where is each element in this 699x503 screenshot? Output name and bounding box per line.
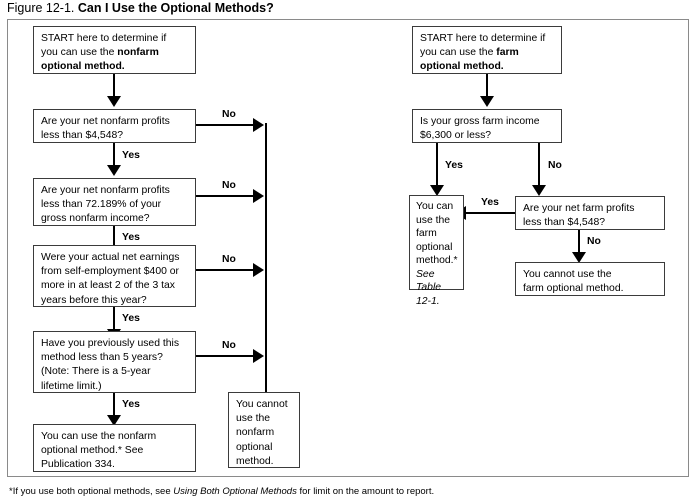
connector-nonfarm-q3-no: [196, 269, 254, 271]
nonfarm-result-no-line4: optional: [236, 441, 273, 453]
arrow-nonfarm-q4-no: [253, 349, 264, 363]
farm-result-yes-italic2: 12-1.: [416, 295, 440, 307]
farm-result-no-line2: farm optional method.: [523, 283, 624, 295]
farm-q2-line1: Are your net farm profits: [523, 203, 635, 214]
footnote: *If you use both optional methods, see U…: [9, 486, 434, 497]
arrow-farm-q2-no: [572, 252, 586, 263]
nonfarm-result-no-line2: use the: [236, 413, 271, 425]
connector-farm-q1-no: [538, 143, 540, 188]
label-farm-q2-no: No: [587, 236, 601, 247]
label-nonfarm-q2-yes: Yes: [122, 232, 140, 243]
farm-start-line2: you can use the: [420, 47, 497, 59]
farm-q1-line2: $6,300 or less?: [420, 130, 492, 142]
nonfarm-result-yes-line1: You can use the nonfarm: [41, 431, 157, 442]
nonfarm-q3-line4: years before this year?: [41, 294, 147, 306]
farm-result-yes-line3: farm: [416, 228, 437, 239]
nonfarm-start-box: START here to determine if you can use t…: [33, 26, 196, 74]
nonfarm-start-bold2: nonfarm: [117, 47, 159, 59]
footnote-italic: Using Both Optional Methods: [173, 486, 297, 497]
farm-result-no-box: You cannot use the farm optional method.: [515, 262, 665, 296]
nonfarm-q4-line3: (Note: There is a 5-year: [41, 366, 151, 378]
farm-q2-box: Are your net farm profits less than $4,5…: [515, 196, 665, 230]
connector-nonfarm-no-collector: [265, 123, 267, 393]
label-farm-q2-yes: Yes: [481, 197, 499, 208]
nonfarm-q1-line2: less than $4,548?: [41, 130, 124, 142]
nonfarm-result-no-box: You cannot use the nonfarm optional meth…: [228, 392, 300, 468]
nonfarm-q4-box: Have you previously used this method les…: [33, 331, 196, 393]
connector-nonfarm-q4-no: [196, 355, 254, 357]
nonfarm-result-no-line5: method.: [236, 455, 274, 467]
label-nonfarm-q3-no: No: [222, 254, 236, 265]
nonfarm-q1-line1: Are your net nonfarm profits: [41, 116, 170, 127]
connector-farm-q2-no: [578, 230, 580, 255]
arrow-farm-start-to-q1: [480, 96, 494, 107]
arrow-nonfarm-q3-no: [253, 263, 264, 277]
nonfarm-start-line2: you can use the: [41, 47, 118, 59]
connector-farm-q1-yes: [436, 143, 438, 188]
farm-q1-line1: Is your gross farm income: [420, 116, 540, 127]
arrow-nonfarm-q1-to-q2: [107, 165, 121, 176]
figure-number: Figure 12-1.: [7, 1, 75, 15]
farm-result-yes-line1: You can: [416, 201, 454, 212]
label-nonfarm-q4-yes: Yes: [122, 399, 140, 410]
nonfarm-start-bold3: optional method.: [41, 61, 125, 73]
connector-nonfarm-q3-to-q4: [113, 307, 115, 332]
nonfarm-q3-box: Were your actual net earnings from self-…: [33, 245, 196, 307]
nonfarm-q4-line1: Have you previously used this: [41, 338, 180, 349]
arrow-farm-q1-yes: [430, 185, 444, 196]
arrow-farm-q1-no: [532, 185, 546, 196]
farm-q2-line2: less than $4,548?: [523, 217, 606, 229]
farm-start-bold3: optional method.: [420, 61, 504, 73]
label-farm-q1-yes: Yes: [445, 160, 463, 171]
connector-nonfarm-start-to-q1: [113, 74, 115, 99]
connector-nonfarm-q2-to-q3: [113, 226, 115, 251]
nonfarm-q4-line2: method less than 5 years?: [41, 352, 163, 364]
nonfarm-q3-line1: Were your actual net earnings: [41, 252, 180, 263]
farm-result-yes-box: You can use the farm optional method.* S…: [409, 195, 464, 307]
figure-title-text: Can I Use the Optional Methods?: [77, 1, 274, 15]
arrow-nonfarm-q4-to-result: [107, 415, 121, 426]
label-nonfarm-q2-no: No: [222, 180, 236, 191]
farm-start-bold2: farm: [496, 47, 519, 59]
nonfarm-q1-box: Are your net nonfarm profits less than $…: [33, 109, 196, 143]
label-nonfarm-q3-yes: Yes: [122, 313, 140, 324]
connector-nonfarm-q4-to-result: [113, 393, 115, 418]
arrow-nonfarm-start-to-q1: [107, 96, 121, 107]
footnote-lead: *If you use both optional methods, see: [9, 486, 174, 497]
connector-farm-start-to-q1: [486, 74, 488, 99]
farm-result-yes-line4: optional: [416, 241, 453, 253]
label-nonfarm-q1-yes: Yes: [122, 150, 140, 161]
label-farm-q1-no: No: [548, 160, 562, 171]
nonfarm-q2-box: Are your net nonfarm profits less than 7…: [33, 178, 196, 226]
farm-q1-box: Is your gross farm income $6,300 or less…: [412, 109, 562, 143]
connector-nonfarm-q2-no: [196, 195, 254, 197]
page-title: Figure 12-1. Can I Use the Optional Meth…: [7, 1, 274, 15]
nonfarm-q2-line2: less than 72.189% of your: [41, 199, 162, 211]
farm-result-yes-italic1: See Table: [416, 268, 442, 294]
arrow-nonfarm-q2-no: [253, 189, 264, 203]
nonfarm-start-line1: START here to determine if: [41, 33, 167, 44]
connector-nonfarm-q1-no: [196, 124, 254, 126]
nonfarm-q4-line4: lifetime limit.): [41, 380, 102, 392]
connector-nonfarm-q1-to-q2: [113, 143, 115, 168]
nonfarm-result-yes-line3: Publication 334.: [41, 459, 115, 471]
nonfarm-q3-line2: from self-employment $400 or: [41, 266, 180, 278]
nonfarm-result-yes-box: You can use the nonfarm optional method.…: [33, 424, 196, 472]
arrow-nonfarm-q1-no: [253, 118, 264, 132]
nonfarm-result-no-line3: nonfarm: [236, 427, 275, 439]
farm-result-yes-line2: use the: [416, 214, 451, 226]
farm-result-yes-line5: method.*: [416, 255, 458, 266]
nonfarm-result-no-line1: You cannot: [236, 399, 288, 410]
nonfarm-q2-line3: gross nonfarm income?: [41, 213, 150, 225]
farm-result-no-line1: You cannot use the: [523, 269, 612, 280]
footnote-tail: for limit on the amount to report.: [296, 486, 435, 497]
nonfarm-result-yes-line2: optional method.* See: [41, 445, 144, 457]
nonfarm-q3-line3: more in at least 2 of the 3 tax: [41, 280, 175, 292]
nonfarm-q2-line1: Are your net nonfarm profits: [41, 185, 170, 196]
label-nonfarm-q4-no: No: [222, 340, 236, 351]
farm-start-box: START here to determine if you can use t…: [412, 26, 562, 74]
connector-farm-q2-yes: [466, 212, 515, 214]
label-nonfarm-q1-no: No: [222, 109, 236, 120]
farm-start-line1: START here to determine if: [420, 33, 546, 44]
